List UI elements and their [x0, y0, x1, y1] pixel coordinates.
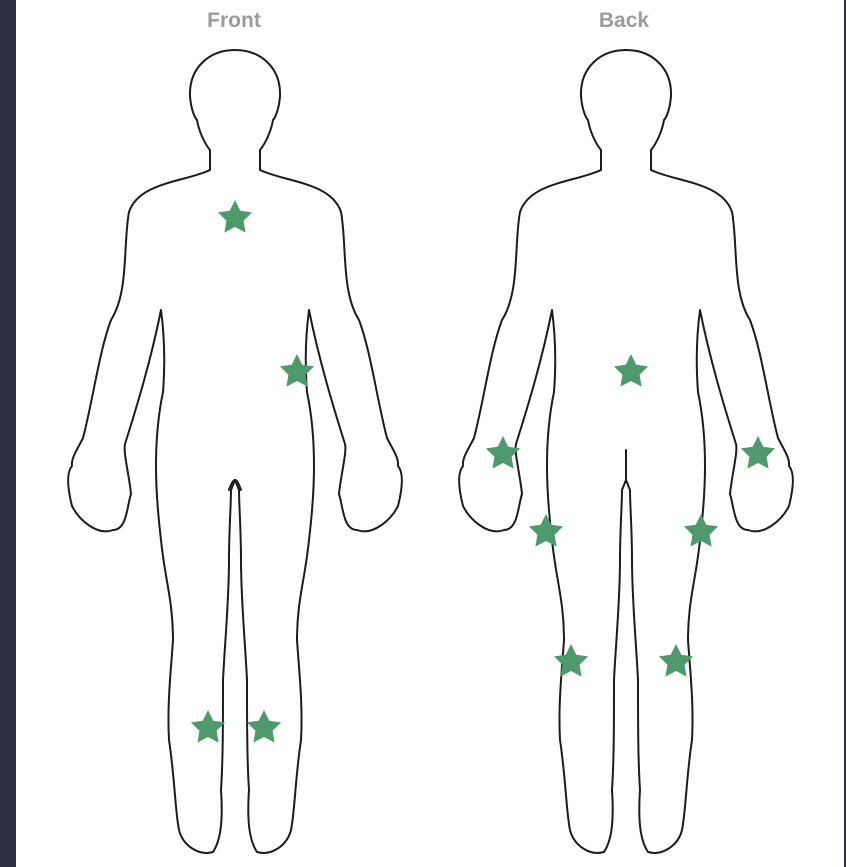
body-figures [16, 0, 844, 867]
front-body-outline [68, 50, 402, 853]
body-diagram-panel: Front Back [16, 0, 844, 867]
